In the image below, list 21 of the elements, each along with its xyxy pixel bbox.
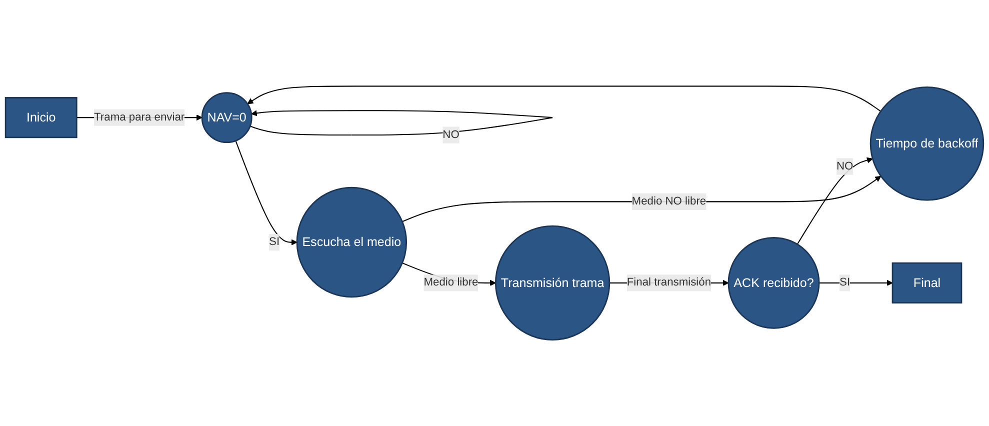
node-box: Final: [892, 262, 962, 304]
arrow: [796, 157, 873, 245]
node-circle: ACK recibido?: [728, 236, 820, 329]
node-circle: NAV=0: [201, 92, 252, 144]
edge-label: SI: [269, 236, 280, 248]
arrow: [819, 280, 893, 286]
arrow: [235, 140, 298, 246]
edge-label: Trama para enviar: [94, 111, 185, 124]
edge-label: Medio NO libre: [632, 195, 706, 208]
node-circle: Tiempo de backoff: [870, 86, 984, 201]
edge-label: NO: [442, 128, 460, 141]
edge-label: Final transmisión: [626, 276, 712, 288]
arrow: [250, 110, 553, 136]
arrow: [402, 176, 882, 222]
edge-label: SI: [840, 276, 850, 288]
node-box: Inicio: [4, 97, 78, 138]
arrow: [247, 86, 882, 112]
edge-label: Medio libre: [424, 276, 478, 288]
node-circle: Transmisión trama: [494, 225, 610, 340]
node-circle: Escucha el medio: [296, 186, 408, 298]
edge-label: NO: [836, 160, 854, 172]
